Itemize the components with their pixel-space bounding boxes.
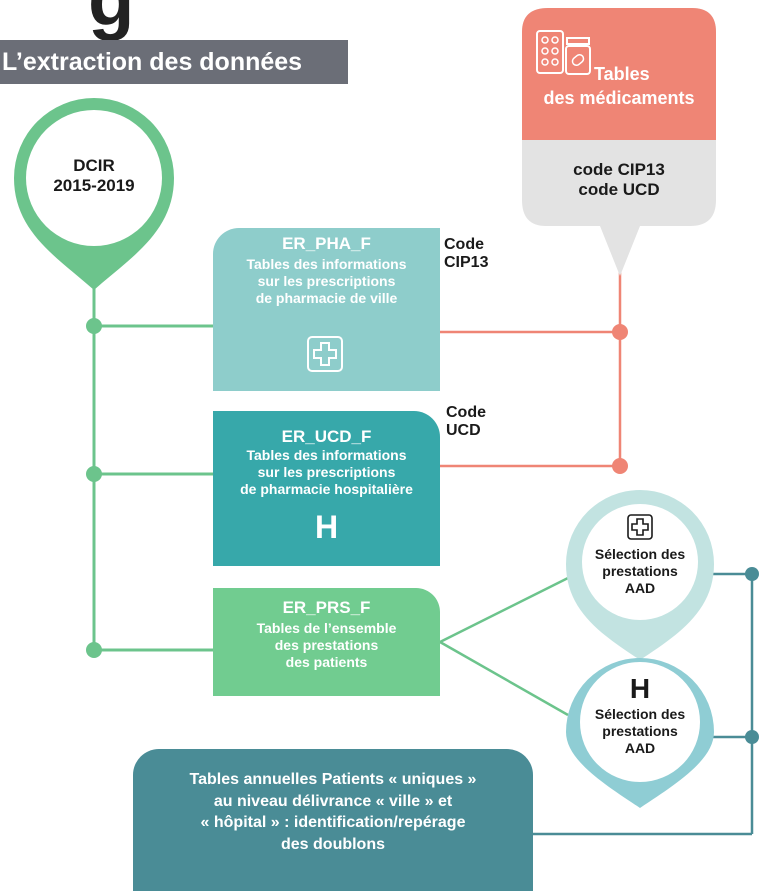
er-ucd-f-code: ER_UCD_F xyxy=(281,427,372,446)
meds-code-cip13: code CIP13 xyxy=(573,160,665,179)
selection-2-label: Sélection des prestations AAD xyxy=(580,706,700,756)
selection-1-label: Sélection des prestations AAD xyxy=(580,546,700,596)
unique-patients-line4: des doublons xyxy=(281,835,385,853)
pharmacy-cross-icon xyxy=(307,336,343,372)
junction-dot-ucd xyxy=(86,466,102,482)
er-prs-f-code: ER_PRS_F xyxy=(282,598,371,617)
er-prs-f-line3: des patients xyxy=(285,653,368,670)
hospital-h-icon: H xyxy=(314,509,339,545)
selection-2-pin-center xyxy=(580,662,700,782)
code-cip13-label-line1: Code xyxy=(444,236,484,253)
meds-dot-pha xyxy=(612,324,628,340)
selection-1-line3: AAD xyxy=(624,579,656,596)
code-ucd-label-line2: UCD xyxy=(446,422,481,440)
pill-box-icon xyxy=(536,28,592,78)
prs-to-selection-1-line xyxy=(439,576,569,644)
selection-1-pharmacy-icon xyxy=(627,514,653,540)
er-ucd-f-box: ER_UCD_F Tables des informations sur les… xyxy=(213,411,440,566)
er-ucd-f-line3: de pharmacie hospitalière xyxy=(240,480,413,497)
selection-2-line3: AAD xyxy=(624,739,656,756)
unique-patients-line1: Tables annuelles Patients « uniques » xyxy=(189,771,477,788)
er-pha-f-description: Tables des informations sur les prescrip… xyxy=(213,256,440,306)
unique-patients-box: Tables annuelles Patients « uniques » au… xyxy=(133,749,533,891)
er-prs-f-line2: des prestations xyxy=(274,636,379,653)
meds-codes: code CIP13 code UCD xyxy=(522,160,716,201)
selection-2-line2: prestations xyxy=(602,722,678,739)
junction-dot-pha xyxy=(86,318,102,334)
selection-1-pin-center xyxy=(582,504,698,620)
er-ucd-f-line1: Tables des informations xyxy=(246,447,407,463)
er-pha-f-code: ER_PHA_F xyxy=(282,234,371,253)
dcir-label: DCIR 2015-2019 xyxy=(40,156,148,197)
dcir-pin-center xyxy=(26,110,162,246)
unique-patients-text: Tables annuelles Patients « uniques » au… xyxy=(133,769,533,855)
selection-1-line1: Sélection des xyxy=(594,546,686,562)
unique-patients-line3: « hôpital » : identification/repérage xyxy=(200,814,466,832)
prs-to-selection-2-line xyxy=(439,640,569,717)
meds-code-ucd: code UCD xyxy=(578,180,660,200)
er-pha-f-line2: sur les prescriptions xyxy=(257,272,396,289)
section-title: L’extraction des données xyxy=(0,40,348,84)
er-prs-f-box: ER_PRS_F Tables de l’ensemble des presta… xyxy=(213,588,440,696)
code-ucd-label: Code UCD xyxy=(446,404,486,441)
junction-dot-prs xyxy=(86,642,102,658)
selection-2-line1: Sélection des xyxy=(594,706,686,722)
selection-1-line2: prestations xyxy=(602,562,678,579)
bracket-dot-bottom xyxy=(745,730,759,744)
bracket-dot-top xyxy=(745,567,759,581)
meds-title-line2: des médicaments xyxy=(543,88,695,108)
meds-dot-ucd xyxy=(612,458,628,474)
er-prs-f-line1: Tables de l’ensemble xyxy=(256,620,397,636)
er-ucd-f-line2: sur les prescriptions xyxy=(257,463,396,480)
code-cip13-label-line2: CIP13 xyxy=(444,254,489,272)
selection-2-hospital-h-icon: H xyxy=(629,673,651,704)
er-prs-f-description: Tables de l’ensemble des prestations des… xyxy=(213,620,440,670)
page-title-fragment: g xyxy=(88,0,134,38)
meds-title-line1: Tables xyxy=(594,64,650,84)
er-pha-f-line3: de pharmacie de ville xyxy=(255,289,398,306)
er-pha-f-line1: Tables des informations xyxy=(246,256,407,272)
meds-callout-header xyxy=(522,8,716,140)
code-ucd-label-line1: Code xyxy=(446,404,486,421)
code-cip13-label: Code CIP13 xyxy=(444,236,488,273)
dcir-label-line2: 2015-2019 xyxy=(53,176,135,196)
er-pha-f-box: ER_PHA_F Tables des informations sur les… xyxy=(213,228,440,391)
dcir-label-line1: DCIR xyxy=(73,156,115,175)
unique-patients-line2: au niveau délivrance « ville » et xyxy=(213,792,453,810)
er-ucd-f-description: Tables des informations sur les prescrip… xyxy=(213,447,440,497)
